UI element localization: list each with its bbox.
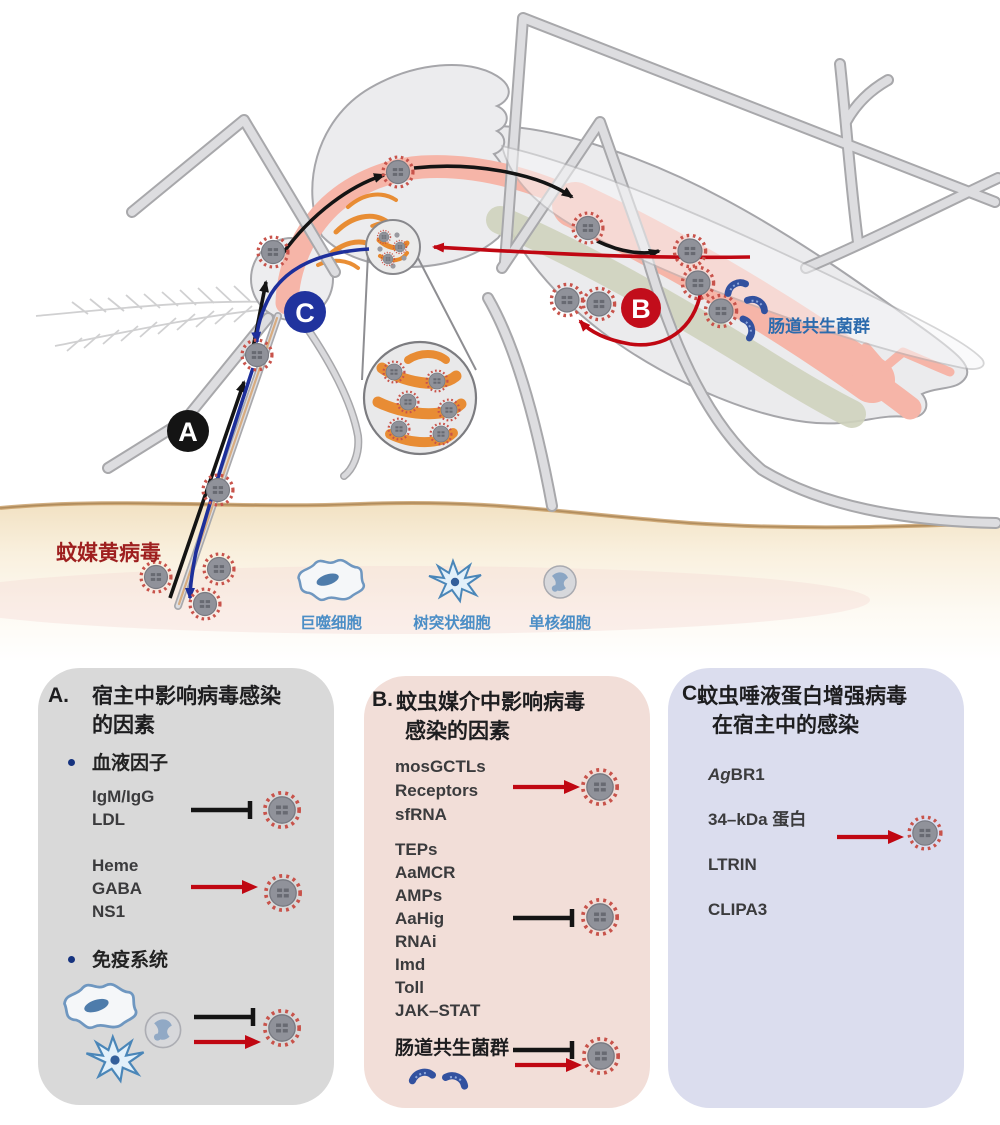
panel-b-letter: B.: [372, 688, 393, 711]
panel-a-title-line1: 宿主中影响病毒感染: [92, 685, 281, 708]
monocyte-label: 单核细胞: [529, 613, 592, 632]
macrophage-label: 巨噬细胞: [300, 613, 363, 632]
list-item: NS1: [92, 902, 126, 921]
enhancement-arrow-icon: [515, 1058, 582, 1072]
panel-c-saliva-proteins: C. 蚊虫唾液蛋白增强病毒 在宿主中的感染 AgBR1 34–kDa 蛋白 LT…: [668, 668, 964, 1108]
enhancement-arrow-icon: [191, 880, 258, 894]
list-item: TEPs: [395, 840, 438, 859]
virus-icon: [580, 897, 620, 937]
virus-icon: [581, 1036, 621, 1076]
virus-icon: [907, 815, 943, 851]
panel-c-letter: C.: [682, 682, 703, 705]
list-item: Heme: [92, 856, 139, 875]
panel-c-title-line1: 蚊虫唾液蛋白增强病毒: [697, 685, 907, 708]
pathway-badges: A B C: [167, 288, 661, 452]
pathway-a-label: A: [178, 417, 198, 447]
bacteria-cluster: [400, 1060, 490, 1100]
pathway-c-badge: [284, 291, 326, 333]
virus-icon: [263, 873, 303, 913]
host-cells: 巨噬细胞 树突状细胞 单核细胞: [297, 558, 592, 632]
virus-icon: [580, 767, 620, 807]
list-item: IgM/IgG: [92, 787, 155, 806]
inhibition-arrow-icon: [513, 1041, 575, 1059]
enhancement-arrow-icon: [194, 1035, 261, 1049]
inhibition-arrow-icon: [513, 909, 575, 927]
inhibitor-list: IgM/IgG LDL: [92, 785, 154, 831]
monocyte-icon: [543, 565, 577, 599]
list-item: Receptors: [395, 781, 479, 800]
list-item: LDL: [92, 810, 126, 829]
panel-a-host-factors: A. 宿主中影响病毒感染 的因素 血液因子 IgM/IgG LDL Heme G…: [38, 668, 334, 1105]
list-item: AaMCR: [395, 863, 456, 882]
antenna-icon: [35, 285, 269, 352]
gene-prefix: Ag: [708, 765, 731, 784]
enhancement-arrow-icon: [837, 830, 904, 844]
virus-icon: [262, 790, 302, 830]
panel-a-title-line2: 的因素: [92, 714, 155, 737]
inhibitor-list: TEPs AaMCR AMPs AaHig RNAi Imd Toll JAK–…: [395, 838, 480, 1022]
bullet-icon: [68, 759, 75, 766]
list-item: LTRIN: [708, 855, 757, 874]
inhibition-arrow-icon: [194, 1008, 256, 1026]
macrophage-icon: [63, 982, 138, 1030]
pathway-b-badge: [621, 288, 661, 328]
list-item: GABA: [92, 879, 143, 898]
list-item: RNAi: [395, 932, 437, 951]
panel-a-letter: A.: [48, 684, 69, 707]
gene-suffix: BR1: [730, 765, 765, 784]
dendritic-cell-icon: [85, 1035, 145, 1083]
list-item: AMPs: [395, 886, 443, 905]
mosquito-diagram: 肠道共生菌群 A B C 巨噬细胞 树突状细胞 单核细胞 蚊媒黄病毒: [0, 12, 1000, 662]
panel-c-title-line2: 在宿主中的感染: [712, 714, 859, 737]
virus-icon: [201, 473, 235, 507]
blood-factors-bullet: 血液因子: [92, 753, 169, 774]
enhancer-list: Heme GABA NS1: [92, 854, 142, 923]
saliva-arrow: [185, 247, 370, 600]
pathway-c-label: C: [295, 298, 315, 328]
inhibition-arrow-icon: [191, 801, 253, 819]
flavivirus-label: 蚊媒黄病毒: [56, 541, 161, 565]
salivary-gland-inset: [361, 219, 478, 456]
panel-b-title-line2: 感染的因素: [405, 720, 510, 743]
list-item: 34–kDa 蛋白: [708, 810, 807, 829]
list-item: Toll: [395, 978, 424, 997]
monocyte-icon: [144, 1011, 182, 1049]
legs: [102, 12, 1000, 529]
immune-system-bullet: 免疫系统: [92, 950, 169, 971]
enhancement-arrow-icon: [513, 780, 580, 794]
bullet-icon: [68, 956, 75, 963]
dissemination-arrow: [432, 242, 751, 347]
list-item: Imd: [395, 955, 426, 974]
gut-bacteria: 肠道共生菌群: [726, 280, 870, 339]
gut-microbiota-label: 肠道共生菌群: [768, 316, 870, 336]
dendritic-label: 树突状细胞: [413, 613, 491, 632]
panel-b-title-line1: 蚊虫媒介中影响病毒: [396, 691, 585, 714]
list-item: sfRNA: [395, 805, 447, 824]
bacteria-icon: [446, 1072, 467, 1087]
bacteria-icon: [411, 1070, 433, 1080]
pathway-b-label: B: [631, 294, 651, 324]
list-item: mosGCTLs: [395, 757, 486, 776]
virus-icon: [262, 1008, 302, 1048]
saliva-protein-list: AgBR1 34–kDa 蛋白 LTRIN CLIPA3: [708, 752, 806, 932]
panel-b-vector-factors: B. 蚊虫媒介中影响病毒 感染的因素 mosGCTLs Receptors sf…: [364, 676, 650, 1108]
gut-microbiota-label: 肠道共生菌群: [395, 1038, 510, 1059]
pathway-a-badge: [167, 410, 209, 452]
list-item: AgBR1: [708, 752, 806, 797]
list-item: JAK–STAT: [395, 1001, 481, 1020]
palp: [296, 314, 363, 480]
enhancer-list: mosGCTLs Receptors sfRNA: [395, 755, 486, 827]
list-item: CLIPA3: [708, 900, 768, 919]
list-item: AaHig: [395, 909, 445, 928]
